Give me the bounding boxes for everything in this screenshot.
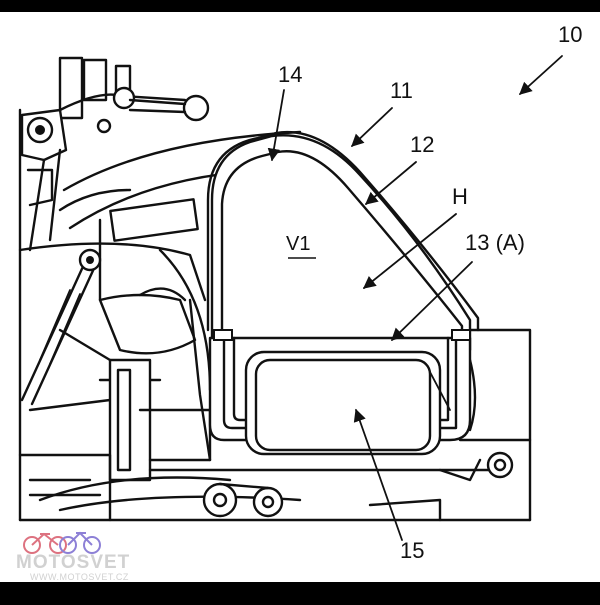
arrow-15	[353, 408, 403, 541]
label-10: 10	[558, 22, 582, 47]
label-14: 14	[278, 62, 302, 87]
label-12: 12	[410, 132, 434, 157]
label-v1: V1	[286, 233, 310, 255]
label-h: H	[452, 184, 468, 209]
watermark-brand: MOTOSVET	[16, 552, 130, 573]
storage-case	[206, 130, 480, 456]
watermark-url: WWW.MOTOSVET.CZ	[30, 572, 129, 582]
label-11: 11	[390, 78, 413, 103]
watermark-logo: MOTOSVET WWW.MOTOSVET.CZ	[16, 531, 130, 582]
label-13a: 13 (A)	[465, 230, 525, 255]
arrow-12	[365, 161, 417, 205]
arrow-10	[519, 55, 563, 95]
label-15: 15	[400, 538, 424, 563]
reference-labels: 10 11 14 12 H V1 13 (A) 15	[267, 22, 582, 563]
motorcycle-frame	[18, 56, 532, 522]
motorbike-logo-icon	[23, 531, 101, 554]
arrow-11	[351, 107, 393, 147]
arrow-h	[363, 213, 457, 289]
arrow-14	[267, 89, 285, 162]
arrow-13a	[391, 261, 473, 341]
